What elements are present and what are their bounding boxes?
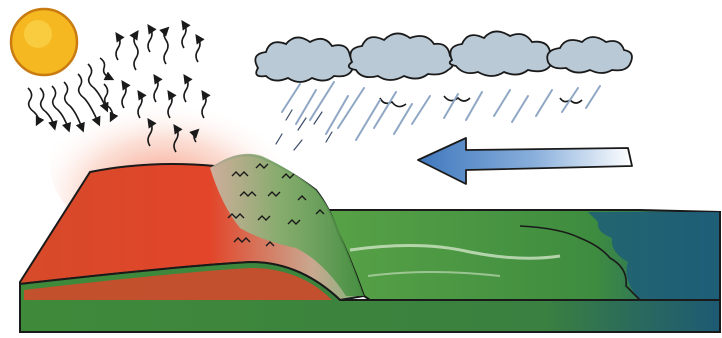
rain-streaks (282, 82, 600, 140)
cloud-icon (255, 31, 632, 82)
sun-icon (11, 9, 77, 75)
left-arrow-icon (418, 138, 632, 184)
rain-streaks-dark (276, 110, 332, 150)
